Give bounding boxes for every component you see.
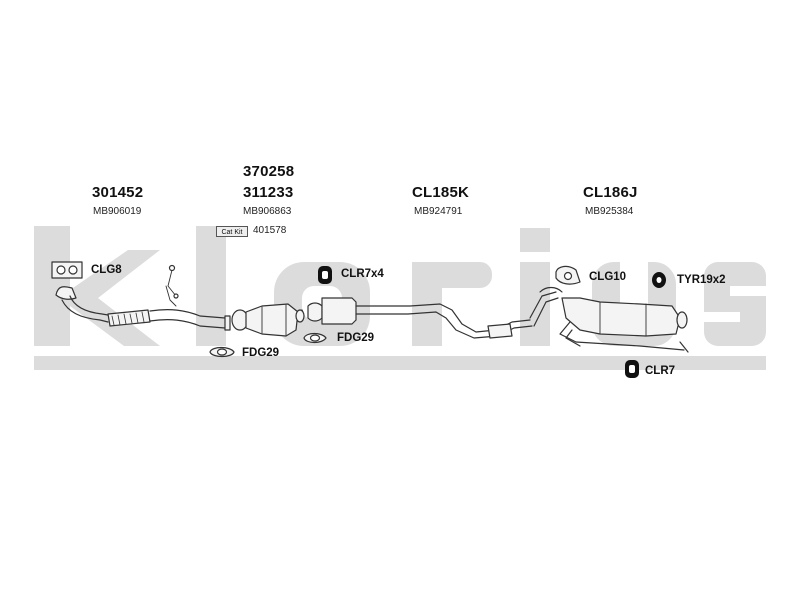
accessory-label-fdg29-a: FDG29: [242, 347, 280, 359]
oe-number-mb906019: MB906019: [93, 206, 142, 217]
catalytic-converter: [231, 303, 305, 337]
oe-number-mb924791: MB924791: [414, 206, 463, 217]
accessory-label-fdg29-b: FDG29: [337, 332, 375, 344]
part-number-301452: 301452: [92, 184, 144, 201]
fdg29-gasket-icon-b: [303, 332, 327, 344]
clg8-gasket-icon: [51, 261, 83, 279]
clr7x4-rubber-mount-icon: [318, 266, 332, 284]
oe-number-mb906863: MB906863: [243, 206, 292, 217]
rear-silencer-cl186j: [539, 286, 689, 353]
accessory-label-clr7x4: CLR7x4: [341, 268, 384, 280]
part-number-311233: 311233: [243, 184, 294, 201]
fdg29-gasket-icon-a: [209, 346, 235, 358]
oe-number-mb925384: MB925384: [585, 206, 634, 217]
clg10-gasket-icon: [555, 265, 581, 285]
tyr19x2-rubber-mount-icon: [652, 272, 666, 288]
accessory-label-clg10: CLG10: [589, 271, 627, 283]
clr7-rubber-mount-icon: [625, 360, 639, 378]
front-pipe-301452: [55, 264, 231, 331]
accessory-label-clr7: CLR7: [645, 365, 676, 377]
accessory-label-tyr19x2: TYR19x2: [677, 274, 726, 286]
part-number-cl185k: CL185K: [412, 184, 470, 201]
accessory-label-clg8: CLG8: [91, 264, 122, 276]
cat-kit-badge: Cat Kit: [216, 226, 248, 237]
part-number-370258: 370258: [243, 163, 295, 180]
part-number-cl186j: CL186J: [583, 184, 638, 201]
centre-section-cl185k: [307, 291, 559, 339]
cat-kit-number: 401578: [253, 225, 287, 236]
